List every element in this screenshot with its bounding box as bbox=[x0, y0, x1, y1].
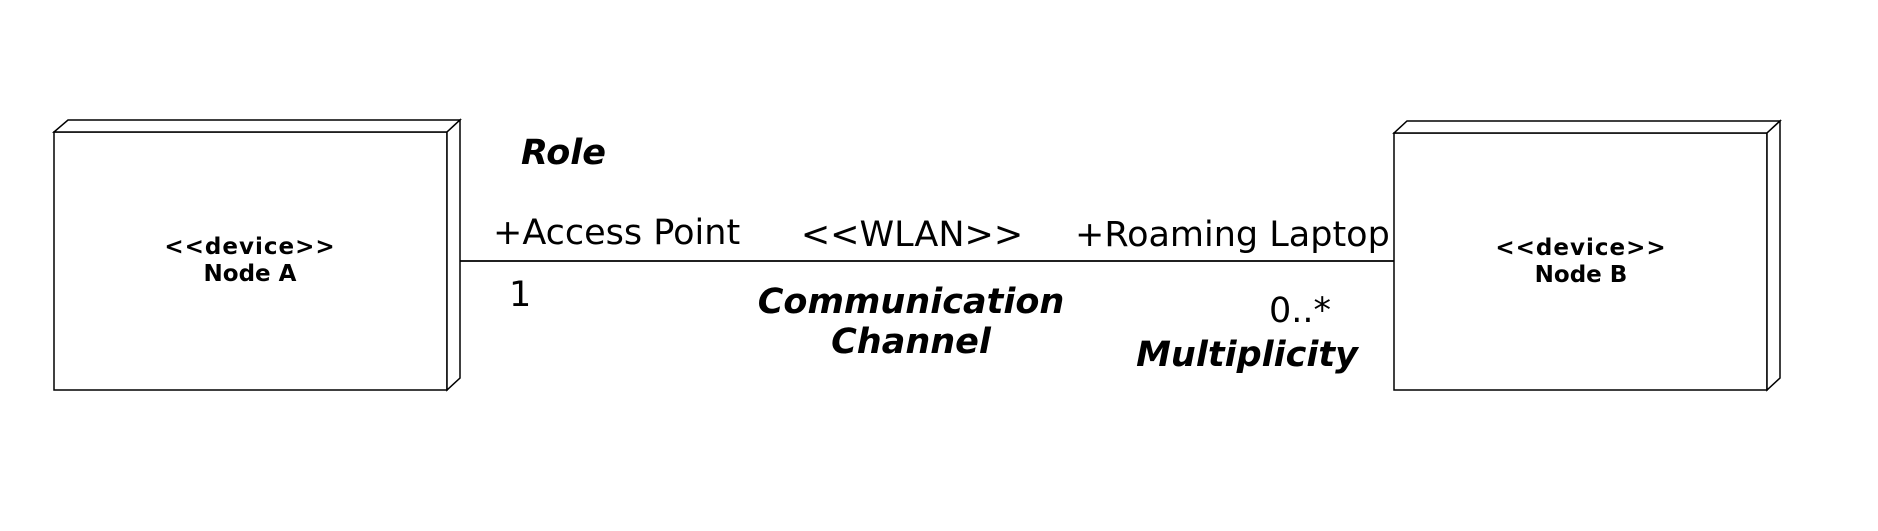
multiplicity-annotation: Multiplicity bbox=[1136, 335, 1360, 375]
node-b-front-face bbox=[1393, 132, 1768, 391]
node-a[interactable]: <<device>> Node A bbox=[51, 118, 462, 392]
multiplicity-a-label: 1 bbox=[509, 275, 531, 315]
role-a-label: +Access Point bbox=[493, 213, 740, 253]
connection-stereotype-label: <<WLAN>> bbox=[801, 215, 1023, 255]
node-b-side-face bbox=[1766, 119, 1781, 392]
node-b-top-face bbox=[1392, 120, 1782, 134]
channel-annotation-line2: Channel bbox=[831, 322, 992, 362]
role-annotation: Role bbox=[521, 133, 606, 173]
role-b-label: +Roaming Laptop bbox=[1075, 215, 1390, 255]
node-a-top-face bbox=[51, 119, 462, 133]
node-b[interactable]: <<device>> Node B bbox=[1392, 119, 1782, 392]
node-a-front-face bbox=[53, 131, 448, 391]
channel-annotation-line1: Communication bbox=[758, 282, 1065, 322]
node-a-side-face bbox=[446, 118, 461, 392]
node-a-name: Node A bbox=[204, 261, 297, 287]
multiplicity-b-label: 0..* bbox=[1269, 291, 1331, 331]
node-b-stereotype: <<device>> bbox=[1495, 235, 1666, 261]
node-b-name: Node B bbox=[1535, 262, 1628, 288]
node-a-stereotype: <<device>> bbox=[164, 234, 335, 260]
